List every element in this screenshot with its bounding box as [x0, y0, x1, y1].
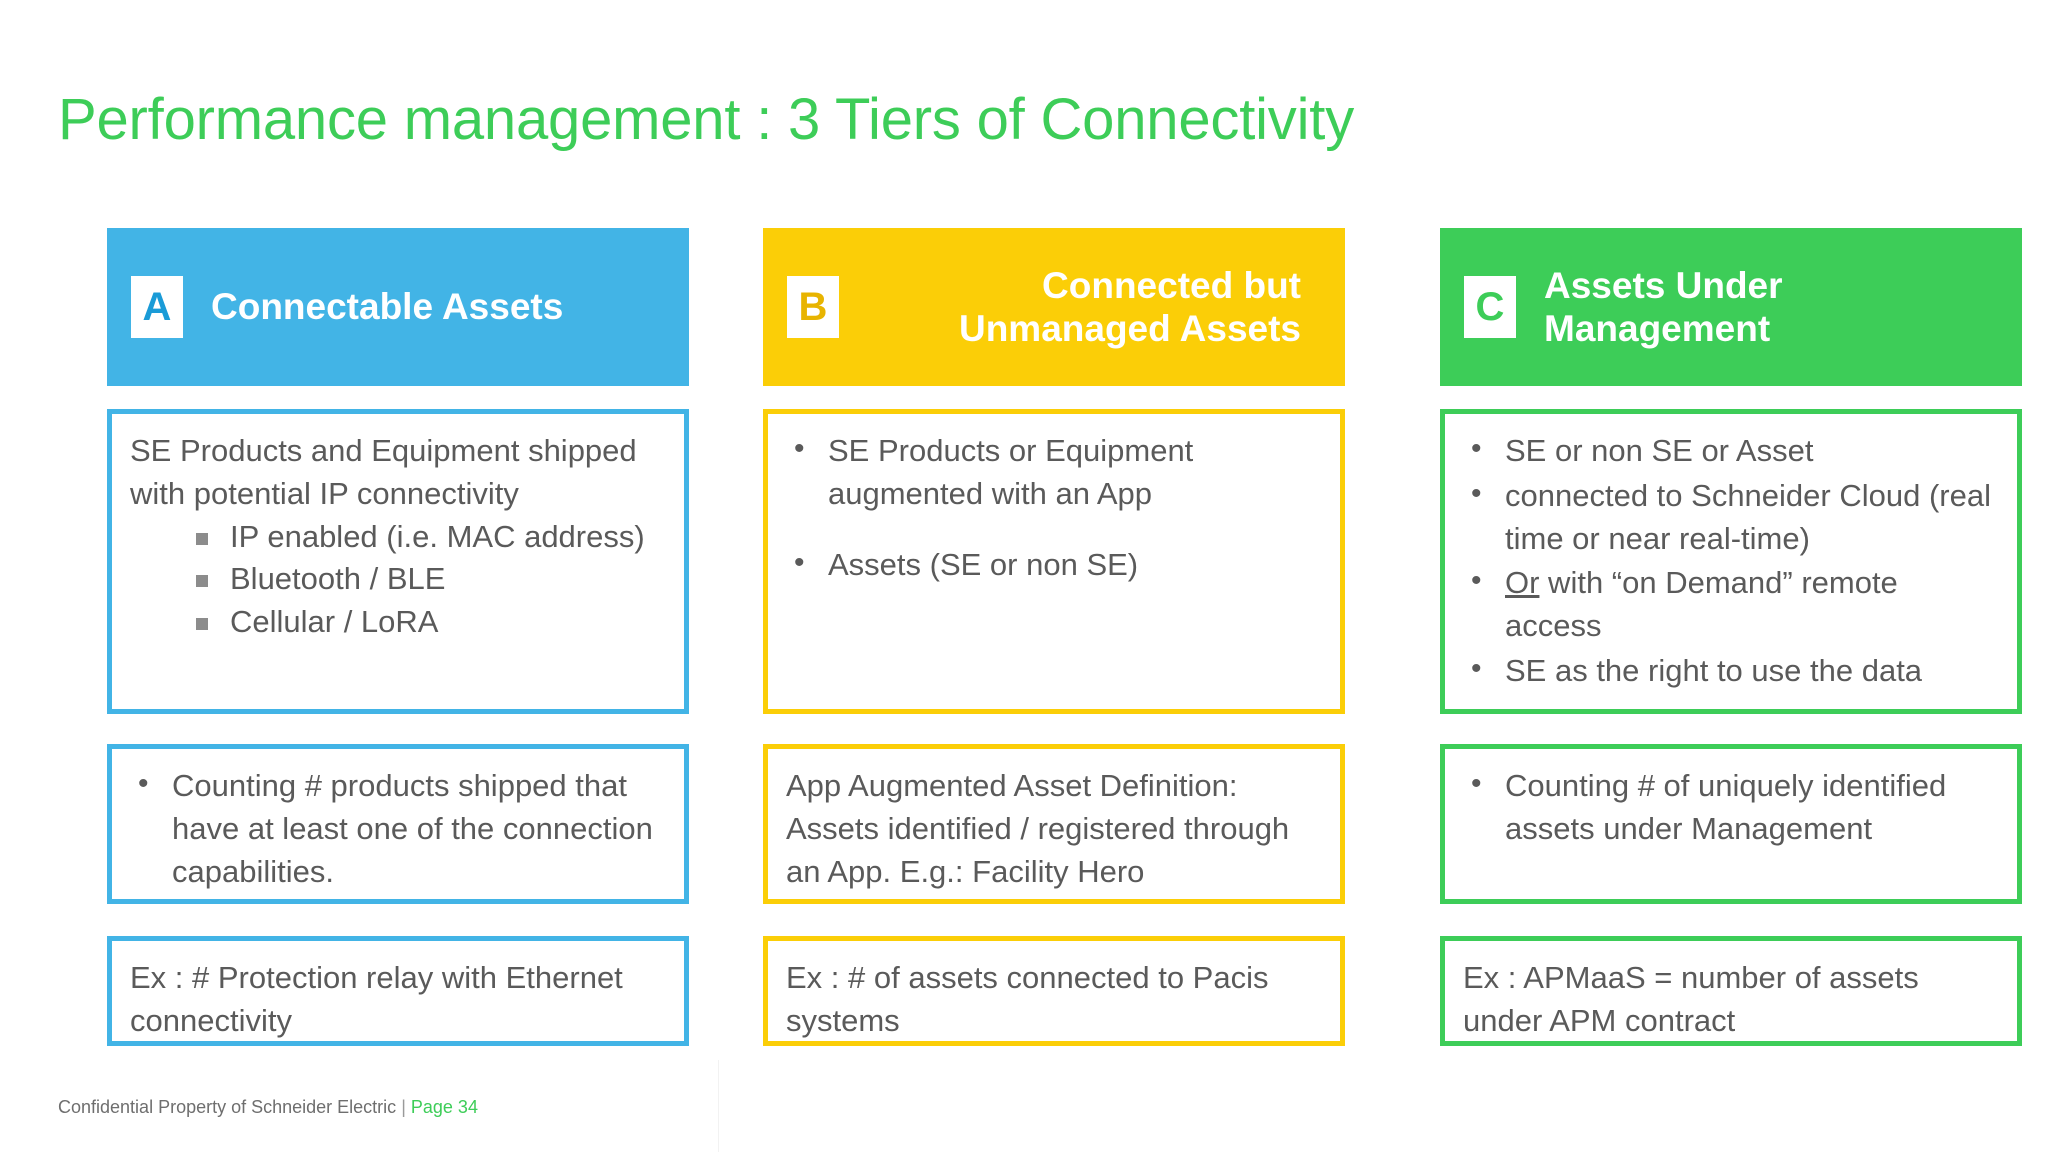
tier-b-example-text: Ex : # of assets connected to Pacis syst… [786, 960, 1269, 1038]
list-item: Cellular / LoRA [192, 601, 666, 644]
tier-c-counting-list: Counting # of uniquely identified assets… [1463, 763, 1999, 851]
tier-b-definition-list: SE Products or Equipment augmented with … [786, 428, 1322, 587]
tier-b-example-box: Ex : # of assets connected to Pacis syst… [763, 936, 1345, 1046]
tier-c-example-box: Ex : APMaaS = number of assets under APM… [1440, 936, 2022, 1046]
tier-a-counting-list: Counting # products shipped that have at… [130, 763, 666, 893]
list-item: Bluetooth / BLE [192, 558, 666, 601]
tier-c-counting-box: Counting # of uniquely identified assets… [1440, 744, 2022, 904]
tier-a-example-box: Ex : # Protection relay with Ethernet co… [107, 936, 689, 1046]
footer-page-number: Page 34 [410, 1097, 478, 1117]
tier-b-badge: B [787, 276, 839, 338]
tier-a-definition-lead: SE Products and Equipment shipped with p… [130, 433, 637, 511]
tier-a-definition-box: SE Products and Equipment shipped with p… [107, 409, 689, 714]
tier-column-a: A Connectable Assets SE Products and Equ… [107, 228, 689, 1046]
list-item: connected to Schneider Cloud (real time … [1463, 473, 1999, 561]
list-item: IP enabled (i.e. MAC address) [192, 516, 666, 559]
slide-footer: Confidential Property of Schneider Elect… [58, 1097, 478, 1118]
tier-b-counting-text: App Augmented Asset Definition: Assets i… [786, 768, 1290, 889]
list-item: Or with “on Demand” remote access [1463, 560, 1999, 648]
list-item: SE as the right to use the data [1463, 648, 1999, 693]
tier-b-definition-box: SE Products or Equipment augmented with … [763, 409, 1345, 714]
tier-b-header-title: Connected but Unmanaged Assets [958, 264, 1301, 349]
tier-c-header-title: Assets Under Management [1544, 264, 1783, 349]
tier-c-example-text: Ex : APMaaS = number of assets under APM… [1463, 960, 1919, 1038]
list-item: Counting # of uniquely identified assets… [1463, 763, 1999, 851]
tier-b-counting-box: App Augmented Asset Definition: Assets i… [763, 744, 1345, 904]
tier-a-badge: A [131, 276, 183, 338]
slide-edge-seam [718, 1060, 719, 1152]
tier-a-header: A Connectable Assets [107, 228, 689, 386]
tier-c-badge: C [1464, 276, 1516, 338]
list-item: SE Products or Equipment augmented with … [786, 428, 1322, 516]
list-item: SE or non SE or Asset [1463, 428, 1999, 473]
underlined-or-word: Or [1505, 565, 1540, 601]
footer-confidential-text: Confidential Property of Schneider Elect… [58, 1097, 397, 1117]
tier-a-example-text: Ex : # Protection relay with Ethernet co… [130, 960, 623, 1038]
list-item: Counting # products shipped that have at… [130, 763, 666, 893]
tier-a-header-title: Connectable Assets [211, 286, 564, 328]
tier-c-definition-box: SE or non SE or Asset connected to Schne… [1440, 409, 2022, 714]
tier-a-definition-sublist: IP enabled (i.e. MAC address) Bluetooth … [130, 516, 666, 644]
footer-separator: | [401, 1097, 406, 1117]
tier-c-definition-list: SE or non SE or Asset connected to Schne… [1463, 428, 1999, 693]
tier-column-c: C Assets Under Management SE or non SE o… [1440, 228, 2022, 1046]
tier-column-b: B Connected but Unmanaged Assets SE Prod… [763, 228, 1345, 1046]
page-title: Performance management : 3 Tiers of Conn… [58, 86, 1354, 152]
tier-b-header: B Connected but Unmanaged Assets [763, 228, 1345, 386]
list-item: Assets (SE or non SE) [786, 542, 1322, 587]
tier-a-counting-box: Counting # products shipped that have at… [107, 744, 689, 904]
tier-c-header: C Assets Under Management [1440, 228, 2022, 386]
